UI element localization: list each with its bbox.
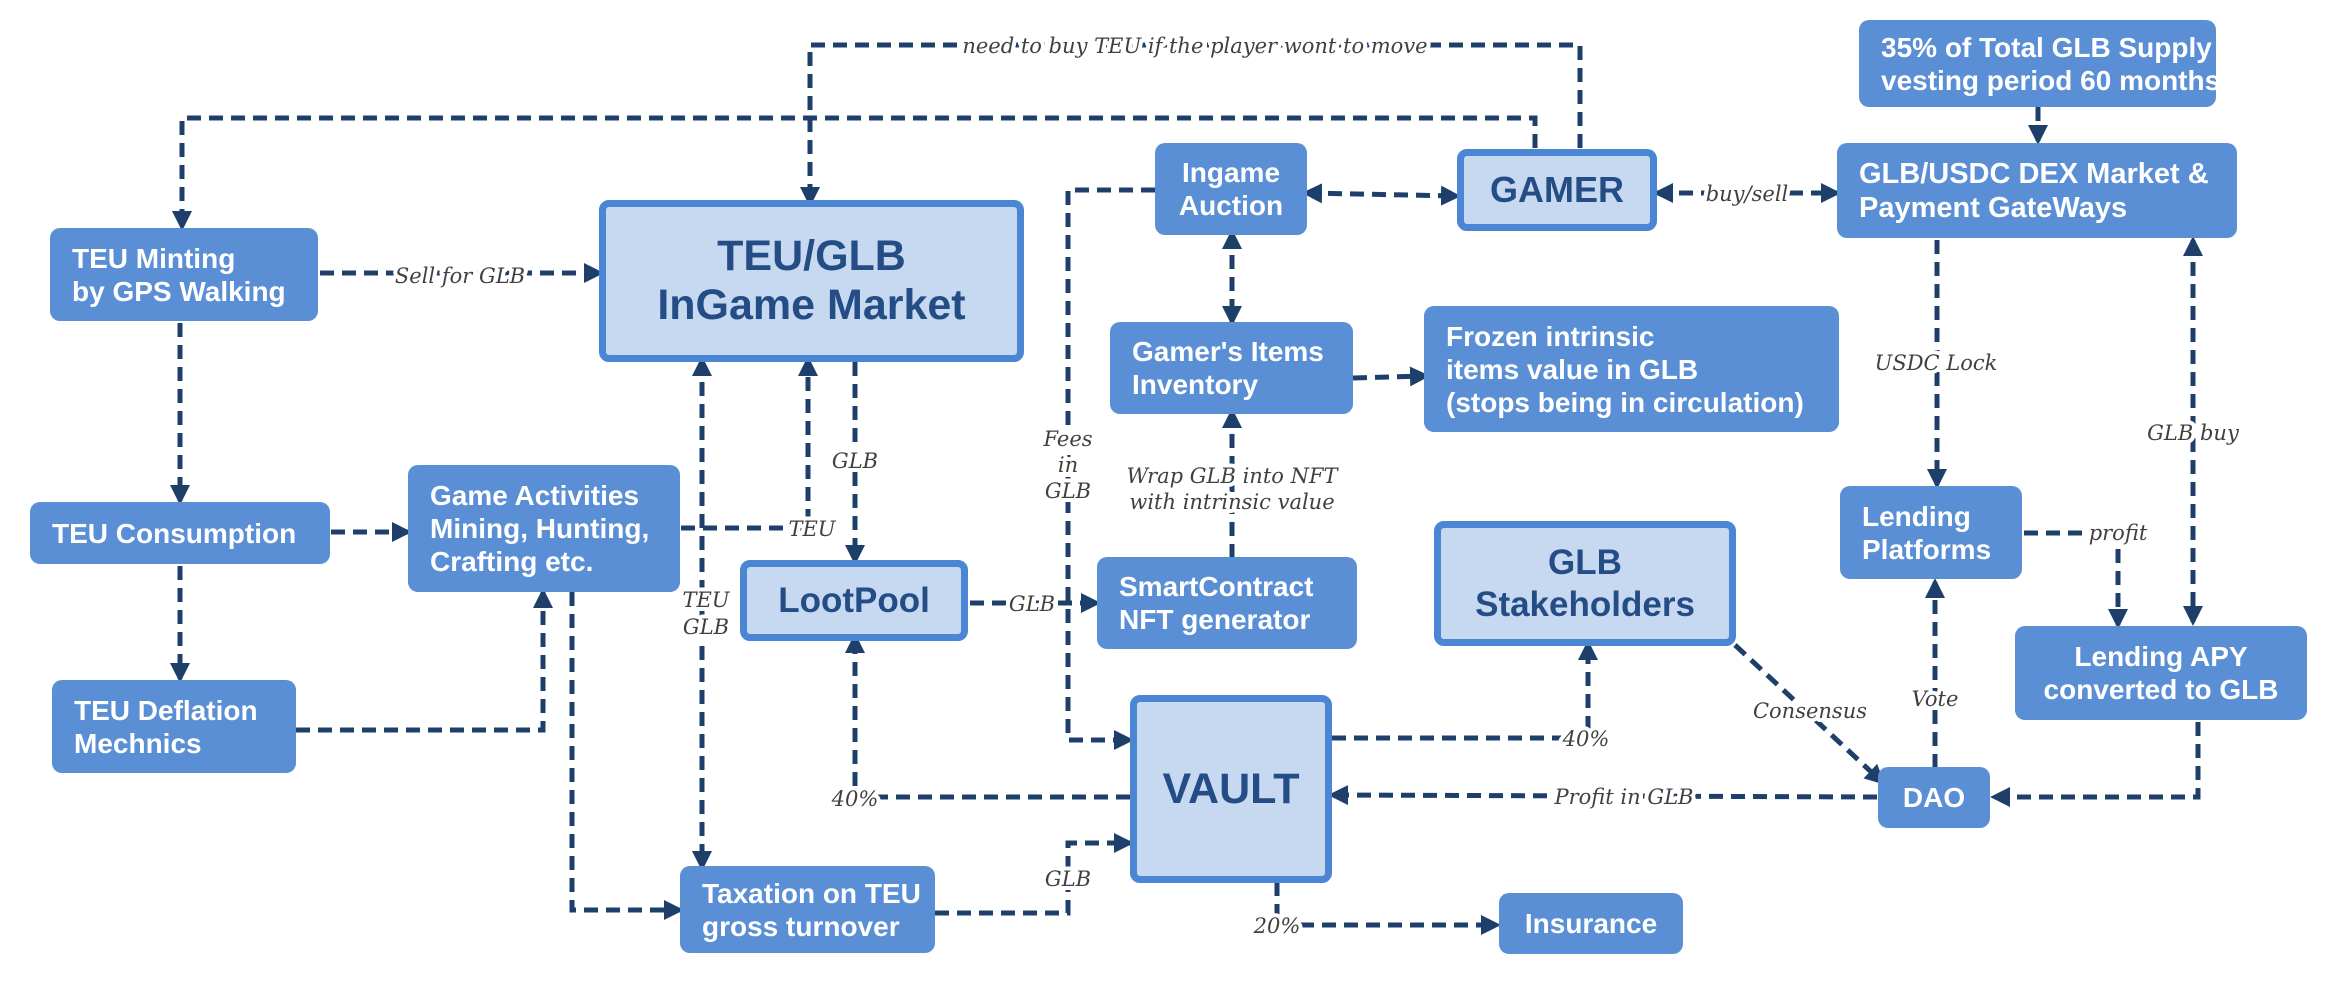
label-wrap-2: with intrinsic value: [1129, 490, 1334, 514]
label-fees-2: in: [1058, 453, 1078, 477]
label-tax-glb: GLB: [1045, 867, 1091, 891]
node-dex-market: GLB/USDC DEX Market & Payment GateWays: [1837, 143, 2237, 238]
label-forty-loot: 40%: [831, 787, 879, 811]
node-taxation: Taxation on TEU gross turnover: [680, 866, 935, 953]
label-market-lootpool-glb: GLB: [832, 449, 878, 473]
edge-activities-to-taxation: [569, 592, 684, 920]
node-lending-apy: Lending APY converted to GLB: [2015, 626, 2307, 720]
edge-taxation-to-vault: [935, 833, 1134, 916]
node-supply: 35% of Total GLB Supply vesting period 6…: [1859, 20, 2220, 107]
node-game-activities: Game Activities Mining, Hunting, Craftin…: [408, 465, 680, 592]
edge-dao-to-vault: [1328, 785, 1878, 806]
label-profit: profit: [2089, 521, 2148, 545]
node-vault: VAULT: [1130, 695, 1332, 883]
label-consensus: Consensus: [1753, 699, 1867, 723]
edge-vault-to-lootpool: [845, 633, 1130, 800]
label-fees-3: GLB: [1045, 479, 1091, 503]
edge-vault-to-insurance: [1274, 882, 1501, 935]
node-gamer: GAMER: [1457, 149, 1657, 231]
label-wrap-1: Wrap GLB into NFT: [1126, 464, 1339, 488]
node-glb-stakeholders: GLB Stakeholders: [1434, 521, 1736, 646]
edge-auction-to-vault: [1065, 187, 1155, 750]
node-teu-glb-market: TEU/GLB InGame Market: [599, 200, 1024, 362]
node-items-inventory: Gamer's Items Inventory: [1110, 322, 1353, 414]
node-teu-consumption: TEU Consumption: [30, 502, 330, 564]
label-buy-sell: buy/sell: [1706, 182, 1789, 206]
node-dao: DAO: [1878, 767, 1990, 828]
label-vote: Vote: [1912, 687, 1959, 711]
node-frozen-value: Frozen intrinsic items value in GLB (sto…: [1424, 306, 1839, 432]
edge-vault-to-stakeholders: [1332, 640, 1598, 741]
edge-lending-to-apy: [2024, 530, 2128, 629]
node-ingame-auction: Ingame Auction: [1155, 143, 1307, 235]
label-teu-glb-2: GLB: [683, 615, 729, 639]
edge-inventory-to-frozen: [1352, 366, 1430, 387]
label-teu: TEU: [788, 517, 836, 541]
label-twenty: 20%: [1253, 914, 1301, 938]
label-sell-for-glb: Sell for GLB: [395, 264, 525, 288]
label-glb-buy: GLB buy: [2147, 421, 2240, 445]
label-lootpool-sc-glb: GLB: [1009, 592, 1055, 616]
edge-auction-gamer: [1302, 183, 1461, 206]
node-lootpool: LootPool: [740, 560, 968, 641]
label-fees-1: Fees: [1042, 427, 1092, 451]
node-lending-platforms: Lending Platforms: [1840, 486, 2022, 579]
node-teu-minting: TEU Minting by GPS Walking: [50, 228, 318, 321]
node-teu-deflation: TEU Deflation Mechnics: [52, 680, 296, 773]
node-smartcontract: SmartContract NFT generator: [1097, 557, 1357, 649]
node-insurance: Insurance: [1499, 893, 1683, 954]
label-need-to-buy: need to buy TEU if the player wont to mo…: [962, 34, 1427, 58]
label-profit-in-glb: Profit in GLB: [1553, 785, 1693, 809]
edge-apy-to-dao: [1990, 722, 2201, 807]
edge-gamer-to-minting: [172, 115, 1538, 231]
edge-stakeholders-to-dao: [1733, 643, 1885, 785]
edge-deflation-to-activities: [296, 588, 553, 733]
label-forty-stake: 40%: [1562, 727, 1610, 751]
label-usdc-lock: USDC Lock: [1875, 351, 1998, 375]
edge-gamer-to-market: [800, 42, 1583, 207]
label-teu-glb-1: TEU: [682, 588, 730, 612]
